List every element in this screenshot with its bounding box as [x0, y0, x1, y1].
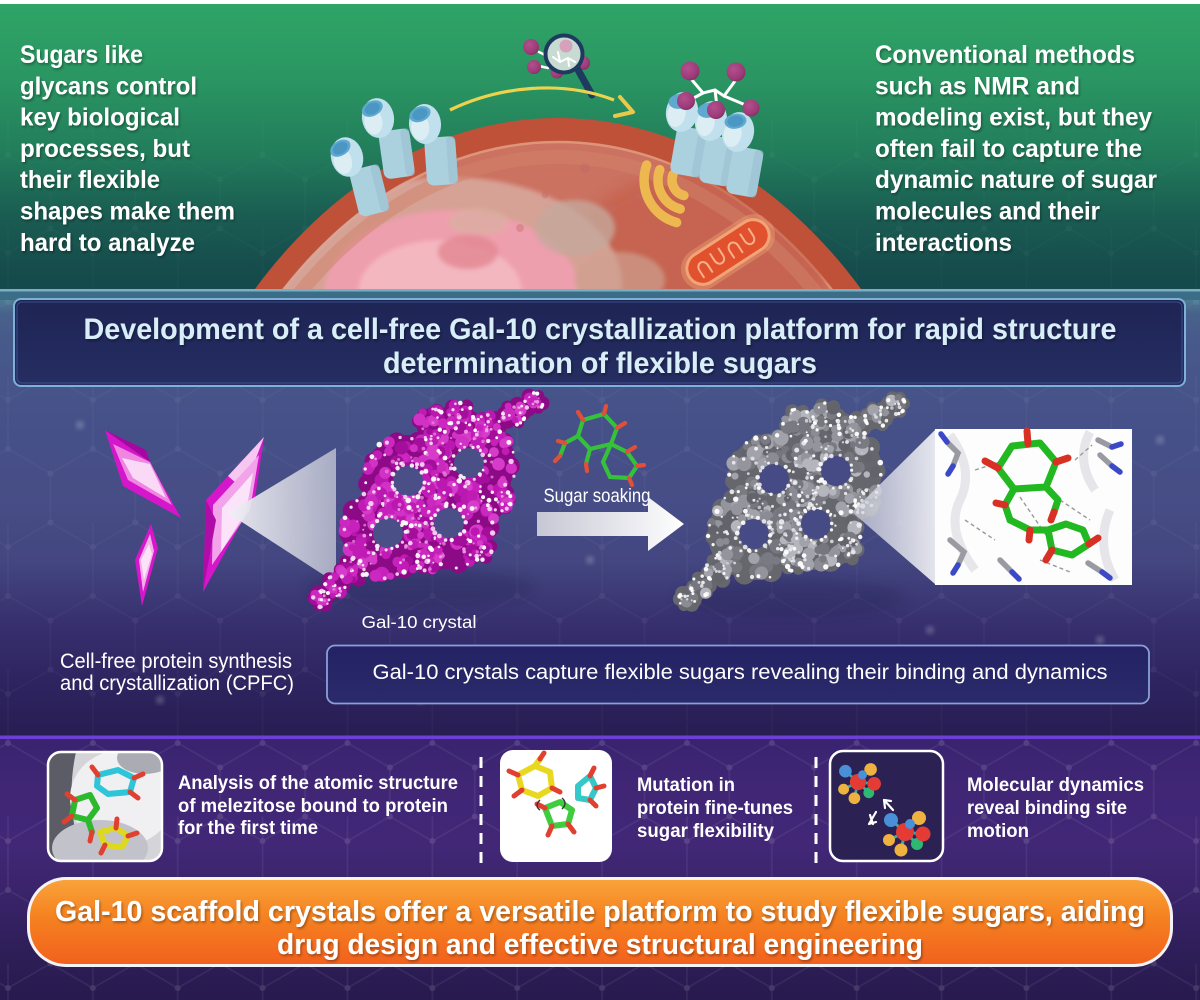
svg-text:dynamic nature of sugar: dynamic nature of sugar — [875, 166, 1157, 194]
svg-text:Gal-10 crystal: Gal-10 crystal — [362, 612, 477, 632]
svg-text:reveal binding site: reveal binding site — [967, 798, 1127, 819]
svg-text:of melezitose bound to protein: of melezitose bound to protein — [178, 796, 448, 817]
svg-text:drug design and effective stru: drug design and effective structural eng… — [277, 929, 923, 961]
svg-text:determination of flexible suga: determination of flexible sugars — [383, 347, 817, 380]
svg-text:Conventional methods: Conventional methods — [875, 41, 1135, 69]
svg-text:their flexible: their flexible — [20, 166, 160, 194]
svg-text:key biological: key biological — [20, 104, 180, 132]
svg-text:molecules and their: molecules and their — [875, 198, 1100, 226]
svg-text:for the first time: for the first time — [178, 818, 318, 839]
svg-text:Gal-10 crystals capture flexib: Gal-10 crystals capture flexible sugars … — [373, 661, 1108, 684]
svg-text:protein fine-tunes: protein fine-tunes — [637, 798, 793, 819]
svg-text:and crystallization (CPFC): and crystallization (CPFC) — [60, 671, 294, 695]
svg-text:such as NMR and: such as NMR and — [875, 72, 1080, 100]
svg-text:motion: motion — [967, 821, 1029, 842]
svg-text:Analysis of the atomic structu: Analysis of the atomic structure — [178, 773, 458, 794]
svg-text:Molecular dynamics: Molecular dynamics — [967, 775, 1144, 796]
svg-text:Sugars like: Sugars like — [20, 41, 143, 69]
svg-text:Development of a cell-free Gal: Development of a cell-free Gal-10 crysta… — [84, 313, 1117, 346]
svg-text:often fail to capture the: often fail to capture the — [875, 135, 1142, 163]
svg-text:Mutation in: Mutation in — [637, 775, 735, 796]
svg-text:Gal-10 scaffold crystals offer: Gal-10 scaffold crystals offer a versati… — [55, 896, 1145, 928]
svg-text:modeling exist, but they: modeling exist, but they — [875, 104, 1152, 132]
svg-text:Sugar soaking: Sugar soaking — [544, 485, 651, 507]
svg-text:processes, but: processes, but — [20, 135, 191, 163]
svg-text:shapes make them: shapes make them — [20, 198, 235, 226]
svg-text:sugar flexibility: sugar flexibility — [637, 821, 774, 842]
svg-text:Cell-free protein synthesis: Cell-free protein synthesis — [60, 649, 292, 673]
svg-text:hard to analyze: hard to analyze — [20, 229, 195, 257]
svg-text:glycans control: glycans control — [20, 72, 197, 100]
svg-text:interactions: interactions — [875, 229, 1012, 257]
